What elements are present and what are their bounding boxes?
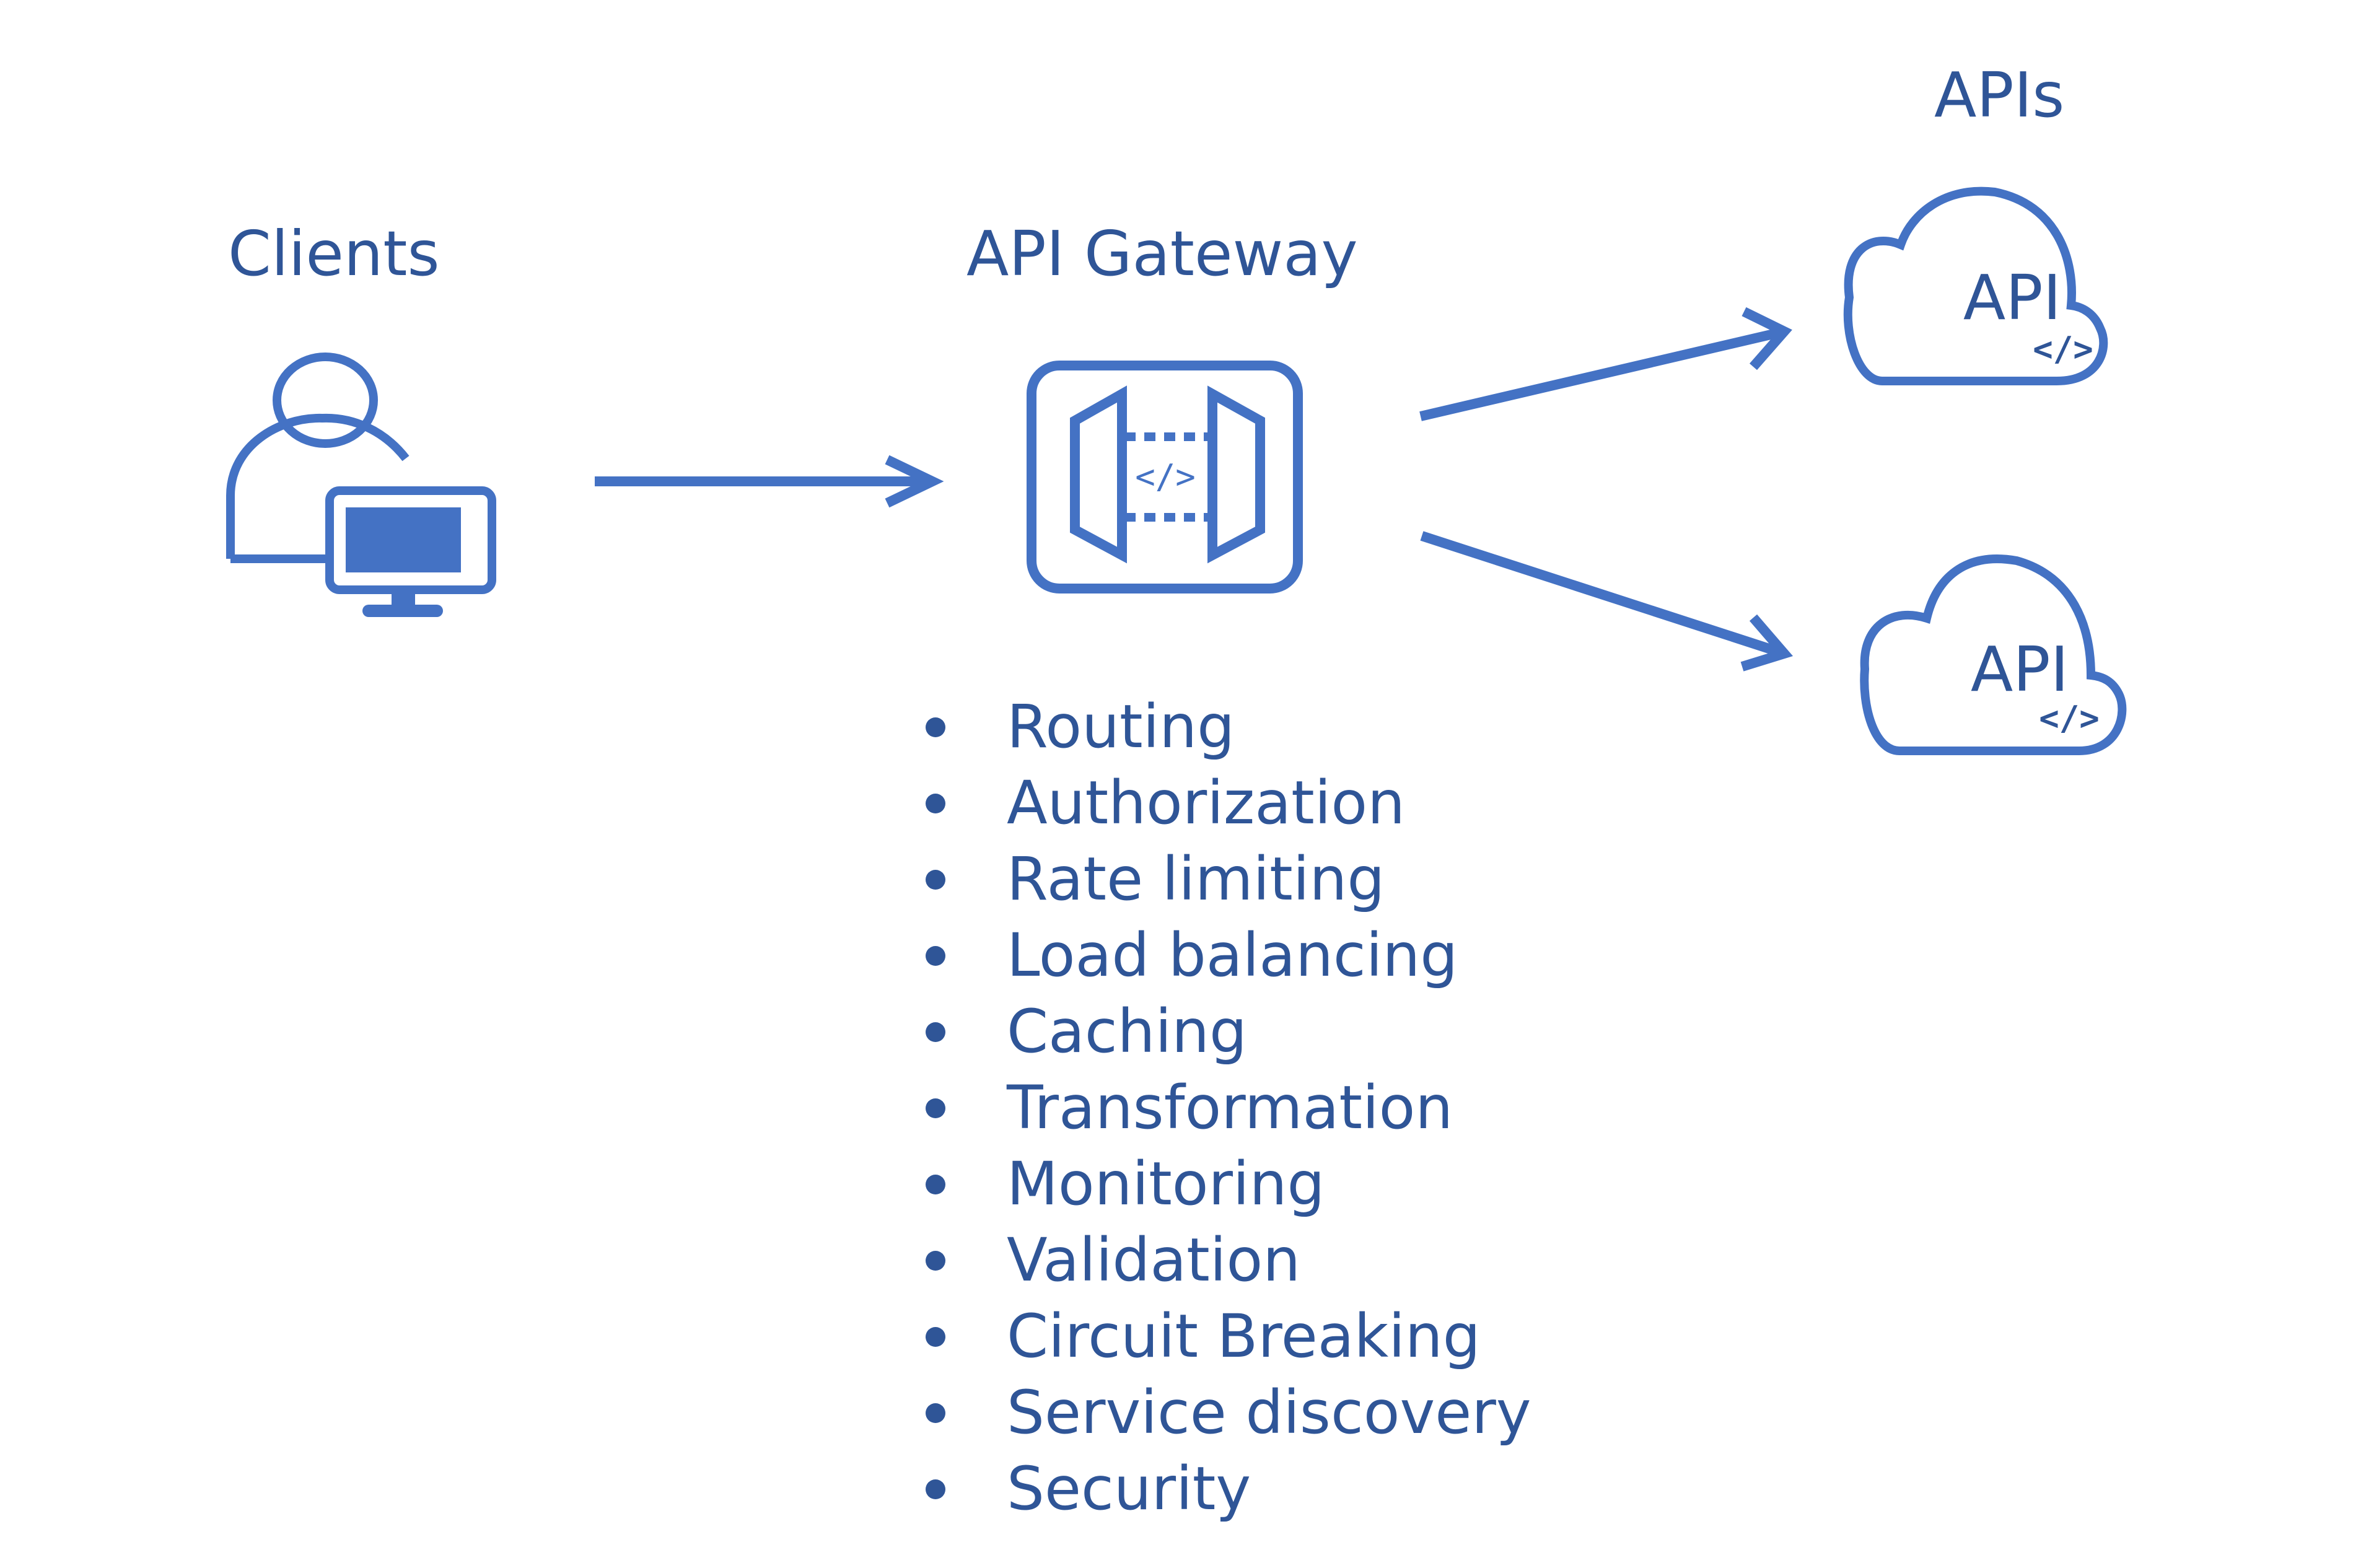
feature-label: Load balancing bbox=[1007, 921, 1458, 990]
user-head bbox=[273, 353, 378, 448]
bullet-icon bbox=[926, 1174, 945, 1194]
bullet-icon bbox=[926, 1250, 945, 1271]
client-user-icon bbox=[226, 353, 410, 563]
feature-item: Load balancing bbox=[911, 918, 1531, 994]
bullet-icon bbox=[926, 945, 945, 966]
arrow-gateway-to-api-1 bbox=[1419, 307, 1792, 421]
feature-item: Caching bbox=[911, 994, 1531, 1070]
feature-label: Rate limiting bbox=[1007, 844, 1385, 914]
bullet-icon bbox=[926, 1326, 945, 1347]
feature-label: Service discovery bbox=[1007, 1378, 1531, 1447]
gateway-right-door bbox=[1207, 385, 1265, 564]
feature-item: Circuit Breaking bbox=[911, 1299, 1531, 1375]
feature-item: Security bbox=[911, 1451, 1531, 1527]
feature-item: Rate limiting bbox=[911, 841, 1531, 918]
api-cloud-icon-2: API </> bbox=[1860, 554, 2127, 755]
api-gateway-icon bbox=[1027, 361, 1303, 593]
feature-label: Validation bbox=[1007, 1225, 1301, 1295]
api-cloud-label-1: API bbox=[1963, 261, 2061, 334]
api-cloud-icon-1: API </> bbox=[1843, 186, 2108, 385]
feature-item: Service discovery bbox=[911, 1375, 1531, 1451]
feature-item: Authorization bbox=[911, 765, 1531, 841]
feature-label: Circuit Breaking bbox=[1007, 1302, 1481, 1371]
bullet-icon bbox=[926, 1098, 945, 1118]
apis-title: APIs bbox=[1934, 59, 2065, 131]
gateway-left-door bbox=[1070, 385, 1127, 564]
feature-label: Security bbox=[1007, 1454, 1251, 1523]
bullet-icon bbox=[926, 1403, 945, 1423]
bullet-icon bbox=[926, 793, 945, 813]
feature-label: Transformation bbox=[1007, 1073, 1453, 1142]
bullet-icon bbox=[926, 869, 945, 890]
clients-title: Clients bbox=[228, 217, 440, 290]
monitor-icon bbox=[325, 486, 496, 617]
api-cloud-code-glyph-1: </> bbox=[2033, 330, 2093, 369]
bullet-icon bbox=[926, 1479, 945, 1499]
feature-label: Caching bbox=[1007, 997, 1247, 1066]
arrow-gateway-to-api-2 bbox=[1420, 531, 1794, 672]
gateway-feature-list: Routing Authorization Rate limiting Load… bbox=[911, 689, 1531, 1527]
feature-item: Validation bbox=[911, 1222, 1531, 1299]
feature-label: Authorization bbox=[1007, 768, 1405, 838]
feature-item: Routing bbox=[911, 689, 1531, 765]
user-body bbox=[226, 413, 410, 559]
feature-label: Monitoring bbox=[1007, 1149, 1325, 1219]
bullet-icon bbox=[926, 717, 945, 737]
feature-item: Transformation bbox=[911, 1070, 1531, 1146]
gateway-code-glyph: </> bbox=[1135, 457, 1196, 496]
bullet-icon bbox=[926, 1022, 945, 1042]
feature-item: Monitoring bbox=[911, 1146, 1531, 1222]
api-gateway-title: API Gateway bbox=[966, 217, 1358, 290]
api-cloud-label-2: API bbox=[1971, 633, 2069, 706]
arrow-clients-to-gateway bbox=[595, 455, 944, 508]
feature-label: Routing bbox=[1007, 692, 1235, 761]
api-cloud-code-glyph-2: </> bbox=[2039, 699, 2100, 738]
